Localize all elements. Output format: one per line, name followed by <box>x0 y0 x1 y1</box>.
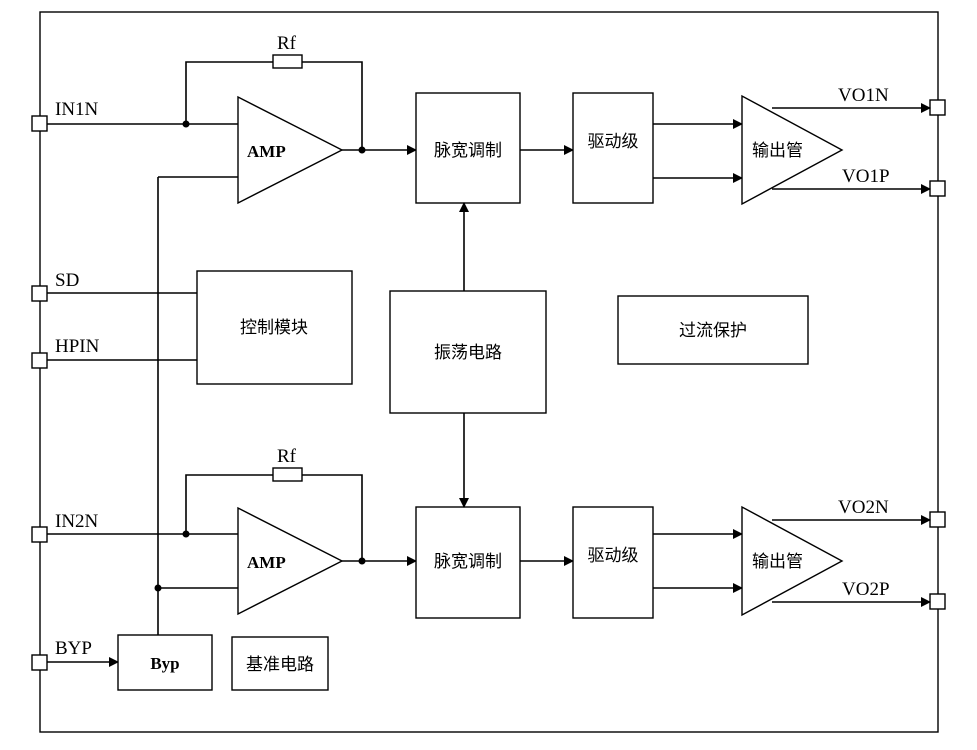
label-vo2p: VO2P <box>842 579 890 600</box>
label-in2n: IN2N <box>55 511 99 532</box>
pin-hpin <box>31 352 48 369</box>
label-amp-2: AMP <box>247 553 286 572</box>
label-pwm-1: 脉宽调制 <box>434 141 502 161</box>
oscillator-block <box>389 290 547 414</box>
label-sd: SD <box>55 270 79 291</box>
label-amp-1: AMP <box>247 142 286 161</box>
label-vo2n: VO2N <box>838 497 889 518</box>
driver-block-1 <box>572 92 654 204</box>
reference-circuit <box>231 636 329 691</box>
label-oscillator: 振荡电路 <box>434 343 502 363</box>
label-byp-block: Byp <box>150 654 179 673</box>
pin-in2n <box>31 526 48 543</box>
label-in1n: IN1N <box>55 99 99 120</box>
label-pwm-2: 脉宽调制 <box>434 552 502 572</box>
control-module <box>196 270 353 385</box>
overcurrent-protection <box>617 295 809 365</box>
label-driver-1: 驱动级 <box>588 132 639 152</box>
label-control: 控制模块 <box>240 318 308 338</box>
label-output-2: 输出管 <box>752 552 803 572</box>
amp-1 <box>237 95 344 205</box>
label-reference: 基准电路 <box>246 655 314 675</box>
pin-byp <box>31 654 48 671</box>
pwm-block-2 <box>415 506 521 619</box>
label-rf-1: Rf <box>277 33 297 54</box>
byp-block <box>117 634 213 691</box>
label-byp: BYP <box>55 638 92 659</box>
pin-vo2n <box>929 511 946 528</box>
driver-block-2 <box>572 506 654 619</box>
label-overcurrent: 过流保护 <box>679 321 747 341</box>
pin-sd <box>31 285 48 302</box>
label-hpin: HPIN <box>55 336 100 357</box>
label-vo1p: VO1P <box>842 166 890 187</box>
output-stage-1 <box>741 94 844 206</box>
pin-in1n <box>31 115 48 132</box>
chip-outline <box>39 11 939 733</box>
label-rf-2: Rf <box>277 446 297 467</box>
label-vo1n: VO1N <box>838 85 889 106</box>
label-driver-2: 驱动级 <box>588 546 639 566</box>
pin-vo1p <box>929 180 946 197</box>
resistor-rf-1 <box>272 54 303 69</box>
output-stage-2 <box>741 505 844 617</box>
resistor-rf-2 <box>272 467 303 482</box>
pin-vo1n <box>929 99 946 116</box>
amp-2 <box>237 506 344 616</box>
label-output-1: 输出管 <box>752 141 803 161</box>
pin-vo2p <box>929 593 946 610</box>
